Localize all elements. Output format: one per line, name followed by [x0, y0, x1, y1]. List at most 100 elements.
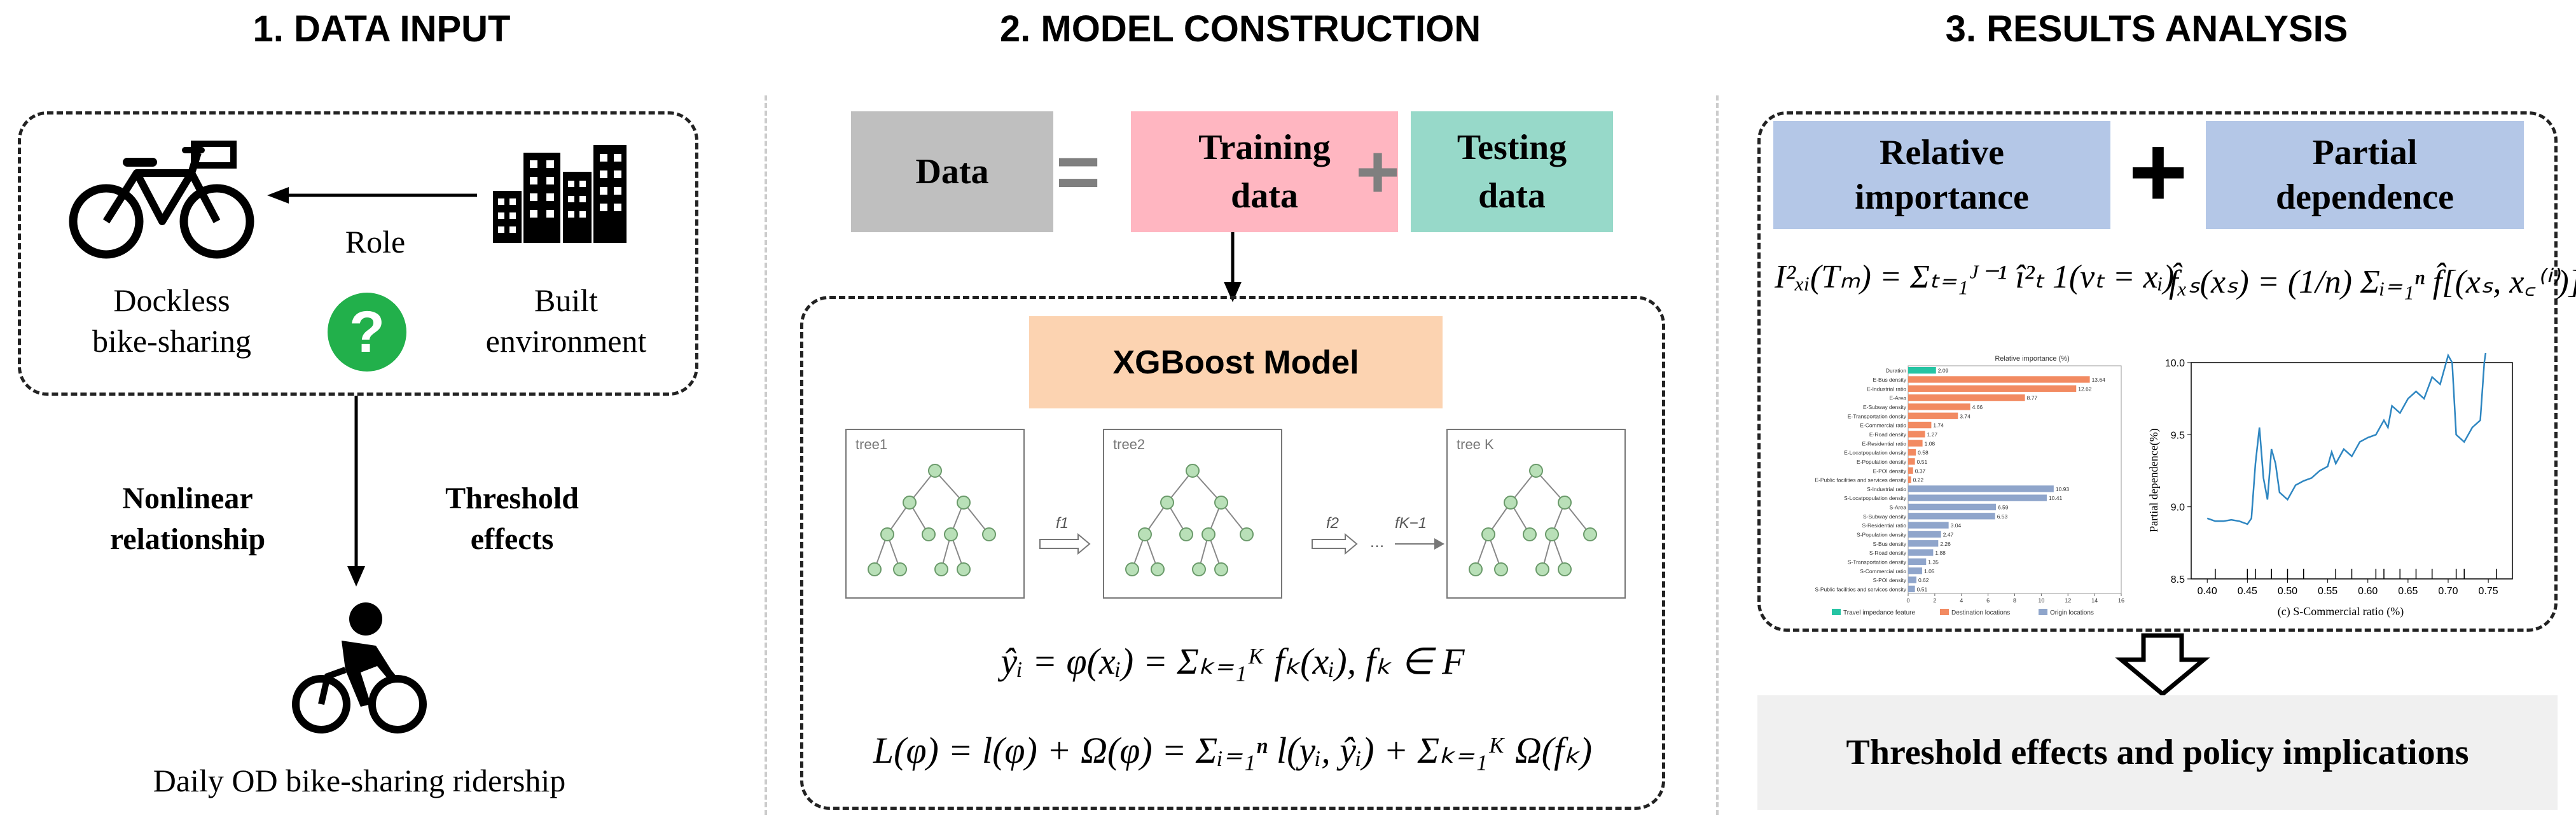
- bar-22: [1908, 567, 1922, 574]
- bar-category-label-14: S-Locatpopulation density: [1844, 495, 1907, 501]
- bar-18: [1908, 531, 1941, 538]
- bar-category-label-8: E-Residential ratio: [1862, 440, 1907, 447]
- bar-category-label-11: E-POI density: [1873, 468, 1907, 474]
- bar-category-label-5: E-Transportation density: [1848, 413, 1907, 419]
- tree2-label: tree2: [1113, 436, 1145, 452]
- input-box: [18, 111, 698, 396]
- bar-value-label-3: 8.77: [2027, 395, 2038, 401]
- bar-14: [1908, 494, 2047, 501]
- bar-value-label-2: 12.62: [2078, 386, 2092, 392]
- bar-16: [1908, 513, 1995, 520]
- bar-category-label-13: S-Industrial ratio: [1867, 486, 1906, 492]
- dots-label: …: [1369, 534, 1385, 551]
- bar-category-label-22: S-Commercial ratio: [1860, 568, 1906, 574]
- bar-19: [1908, 540, 1939, 547]
- bar-11: [1908, 467, 1913, 474]
- bar-value-label-15: 6.59: [1998, 504, 2009, 511]
- ridership-label: Daily OD bike-sharing ridership: [153, 763, 566, 798]
- bar-value-label-20: 1.88: [1935, 550, 1946, 556]
- formula-prediction: ŷᵢ = φ(xᵢ) = Σₖ₌₁ᴷ fₖ(xᵢ), fₖ ∈ F: [1001, 641, 1465, 682]
- fk1-label: fK−1: [1395, 515, 1427, 532]
- bar-category-label-10: E-Population density: [1857, 459, 1907, 465]
- bar-category-label-21: S-Transportation density: [1848, 559, 1907, 565]
- bar-category-label-12: E-Public facilities and services density: [1815, 477, 1906, 483]
- bar-7: [1908, 431, 1925, 438]
- treek-label: tree K: [1457, 436, 1494, 452]
- line-xtick-label-4: 0.60: [2358, 586, 2378, 597]
- bar-category-label-0: Duration: [1886, 368, 1906, 374]
- bar-23: [1908, 576, 1916, 583]
- bar-20: [1908, 549, 1934, 556]
- xgboost-box: [800, 296, 1665, 810]
- bar-category-label-15: S-Area: [1890, 504, 1907, 511]
- line-xtick-label-3: 0.55: [2318, 586, 2337, 597]
- section-title-results-analysis: 3. RESULTS ANALYSIS: [1945, 8, 2348, 50]
- bicycle-icon: [69, 141, 254, 259]
- separator-2: [1716, 95, 1719, 815]
- line-ytick-label-2: 9.5: [2171, 430, 2185, 441]
- role-arrow: [267, 187, 477, 204]
- bar-value-label-6: 1.74: [1933, 422, 1944, 429]
- bar-value-label-12: 0.22: [1913, 477, 1924, 483]
- bar-chart-title: Relative importance (%): [1995, 355, 2069, 363]
- line-ytick-label-3: 10.0: [2165, 358, 2185, 369]
- bar-12: [1908, 476, 1911, 483]
- bar-4: [1908, 403, 1970, 410]
- hollow-down-arrow: [2115, 633, 2210, 697]
- section-title-data-input: 1. DATA INPUT: [253, 8, 511, 50]
- bar-3: [1908, 394, 2025, 401]
- bar-0: [1908, 367, 1936, 374]
- line-xtick-label-7: 0.75: [2479, 586, 2498, 597]
- xgboost-label: XGBoost Model: [1029, 316, 1443, 408]
- bar-10: [1908, 458, 1915, 465]
- bar-category-label-2: E-Industrial ratio: [1867, 386, 1906, 392]
- cyclist-icon: [292, 602, 427, 733]
- bar-category-label-1: E-Bus density: [1873, 377, 1907, 383]
- bar-value-label-7: 1.27: [1927, 431, 1938, 438]
- bar-17: [1908, 522, 1949, 529]
- bar-value-label-10: 0.51: [1917, 459, 1928, 465]
- bar-xtick-label-7: 14: [2091, 597, 2098, 604]
- legend-swatch-0: [1832, 609, 1841, 615]
- legend-label-2: Origin locations: [2050, 609, 2094, 616]
- bar-xtick-label-4: 8: [2013, 597, 2016, 604]
- data-box: Data: [851, 111, 1053, 232]
- line-xtick-label-2: 0.50: [2278, 586, 2297, 597]
- role-label: Role: [345, 224, 406, 260]
- bar-xtick-label-8: 16: [2118, 597, 2124, 604]
- bar-9: [1908, 448, 1916, 456]
- buildings-icon: [493, 145, 627, 243]
- bar-2: [1908, 385, 2077, 392]
- tree1-label: tree1: [855, 436, 887, 452]
- line-chart-xlabel: (c) S-Commercial ratio (%): [2278, 605, 2404, 618]
- bar-value-label-16: 6.53: [1997, 513, 2008, 520]
- policy-implications-box: Threshold effects and policy implication…: [1757, 695, 2558, 810]
- line-xtick-label-1: 0.45: [2238, 586, 2257, 597]
- equals-sign: =: [1056, 129, 1101, 214]
- bar-category-label-16: S-Subway density: [1863, 513, 1907, 520]
- bar-21: [1908, 558, 1927, 566]
- section-title-model-construction: 2. MODEL CONSTRUCTION: [999, 8, 1481, 50]
- down-arrow-input: [347, 396, 365, 587]
- formula-importance: I²ₓᵢ(Tₘ) = Σₜ₌₁ᴶ⁻¹ î²ₜ 1(vₜ = xᵢ): [1775, 259, 2175, 295]
- line-xtick-label-6: 0.70: [2438, 586, 2458, 597]
- bar-category-label-17: S-Residential ratio: [1862, 522, 1907, 529]
- line-ytick-label-1: 9.0: [2171, 503, 2185, 513]
- bar-xtick-label-1: 2: [1933, 597, 1936, 604]
- bar-24: [1908, 585, 1915, 592]
- legend-label-0: Travel impedance feature: [1843, 609, 1915, 616]
- bar-xtick-label-5: 10: [2038, 597, 2044, 604]
- bar-value-label-4: 4.66: [1972, 404, 1983, 410]
- legend-label-1: Destination locations: [1951, 609, 2010, 616]
- partial-dependence-line: [2206, 353, 2487, 525]
- bar-15: [1908, 503, 1996, 511]
- bar-xtick-label-2: 4: [1960, 597, 1963, 604]
